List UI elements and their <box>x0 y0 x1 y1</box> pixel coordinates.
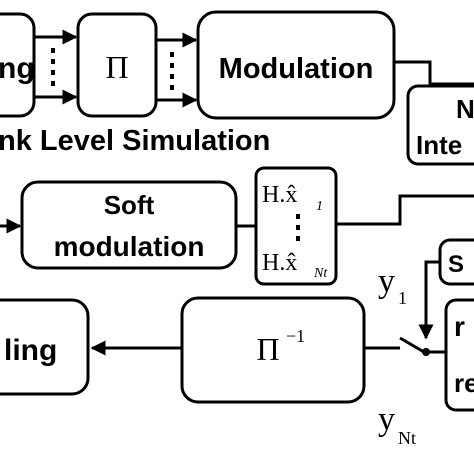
hx-first-subscript: 1 <box>316 199 323 214</box>
y-first-label: y <box>378 263 395 300</box>
coding-to-interleaver-arrows <box>34 29 78 105</box>
hx-last-label: H.x̂ <box>262 250 297 276</box>
channel-estimate-feedback-wire <box>336 194 474 226</box>
channel-estimate-block: H.x̂ 1 H.x̂ Nt <box>254 166 338 286</box>
decoding-label: ling <box>4 334 57 367</box>
interleaver-to-modulation-arrows <box>156 32 198 108</box>
channel-label-bottom: Inte <box>416 130 462 160</box>
switch-control-arrow <box>418 260 440 340</box>
y-last-label: y <box>378 401 395 438</box>
deinterleaver-label: Π <box>256 331 279 367</box>
section-title: nk Level Simulation <box>0 125 270 157</box>
decoding-block: ling <box>0 298 90 396</box>
hx-last-subscript: Nt <box>313 266 328 281</box>
soft-modulation-block: Soft modulation <box>20 180 238 270</box>
y-first-subscript: 1 <box>398 288 407 308</box>
interleaver-label: Π <box>105 49 128 85</box>
y-last-subscript: Nt <box>398 428 416 448</box>
channel-block: N Inte <box>406 84 474 166</box>
switch-box: S <box>438 238 474 286</box>
modulation-label: Modulation <box>219 53 374 85</box>
deinterleaver-superscript: −1 <box>286 326 305 346</box>
coding-block-label: ng <box>0 52 35 85</box>
deinterleaver-block: Π −1 <box>180 296 366 404</box>
soft-modulation-label-line1: Soft <box>104 190 155 220</box>
modulation-output-wire <box>394 60 474 86</box>
receiver-block: r re <box>444 298 474 412</box>
hx-first-label: H.x̂ <box>262 182 297 208</box>
channel-label-top: N <box>456 94 474 124</box>
selector-switch <box>399 336 446 356</box>
modulation-block: Modulation <box>196 10 396 120</box>
receiver-label-bottom: re <box>454 368 474 398</box>
receiver-label-top: r <box>454 311 465 342</box>
switch-box-label: S <box>448 251 464 278</box>
coding-block: ng <box>0 12 36 118</box>
soft-modulation-label-line2: modulation <box>54 231 205 262</box>
interleaver-block: Π <box>76 12 158 118</box>
